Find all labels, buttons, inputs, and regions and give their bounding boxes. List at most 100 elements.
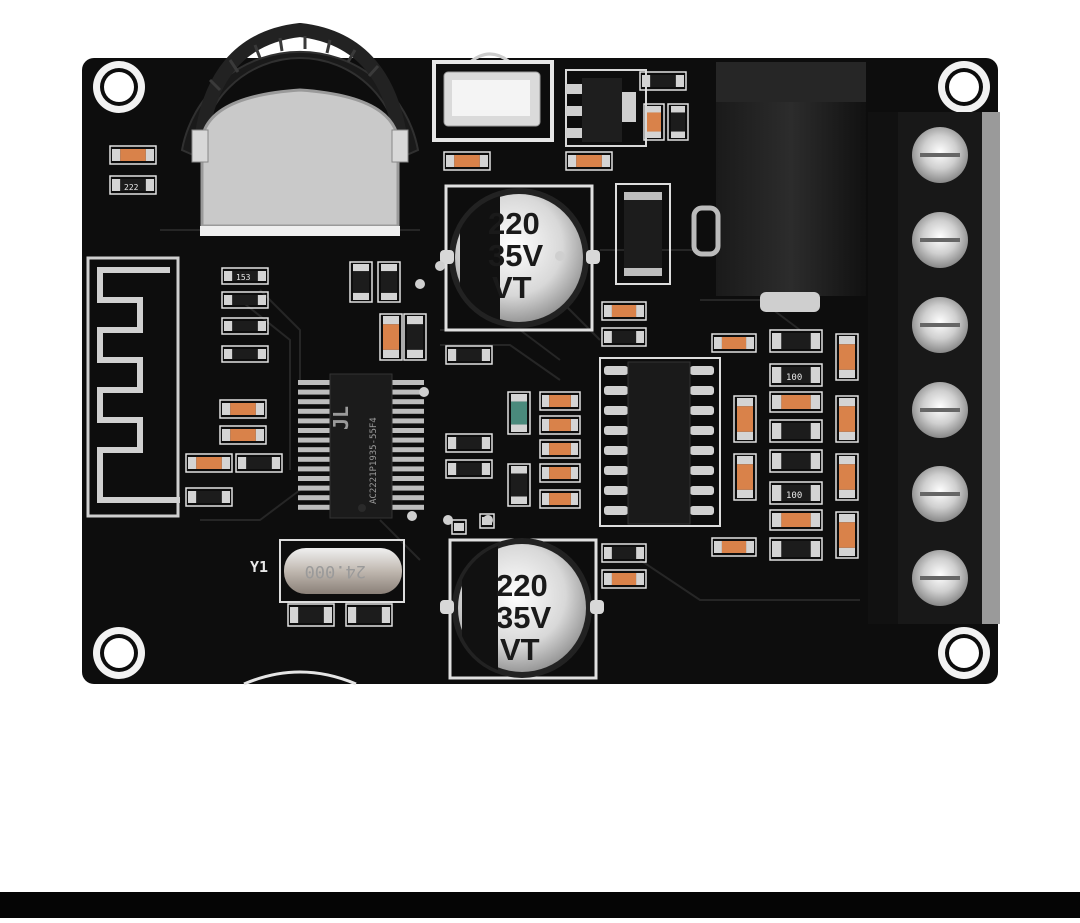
chip-pin	[298, 428, 330, 433]
smd-body	[549, 395, 571, 407]
crystal-designator: Y1	[250, 558, 268, 576]
smd-outline	[639, 71, 687, 91]
smd-outline	[109, 145, 157, 165]
screw-terminal-block	[868, 112, 1000, 624]
smd-outline	[835, 333, 859, 381]
chip-pin	[298, 418, 330, 424]
smd-outline	[769, 363, 823, 387]
smd-outline	[769, 537, 823, 561]
chip-pin	[392, 495, 424, 501]
mounting-hole-top-left	[93, 61, 145, 113]
smd-pad	[255, 429, 264, 441]
smd-outline	[451, 519, 467, 535]
resistor-label-153: 153	[236, 273, 251, 282]
smd-pad	[188, 491, 197, 503]
smd-pad	[810, 513, 820, 527]
smd-outline	[219, 425, 267, 445]
smd-body	[456, 437, 482, 449]
smd-outline	[539, 391, 581, 411]
smd-body	[839, 344, 855, 370]
capacitor-bottom-brand: VT	[500, 632, 540, 667]
bluetooth-chip: JL AC2221P1935-55F4	[298, 373, 424, 519]
smd-outline	[287, 603, 335, 627]
smd-outline	[601, 327, 647, 347]
smd-body	[549, 443, 571, 455]
chip-pin	[298, 456, 330, 462]
smd-pad	[737, 398, 753, 407]
smd-outline	[185, 453, 233, 473]
smd-pad	[481, 349, 490, 361]
smd-pad	[839, 456, 855, 465]
chip-pin	[298, 389, 330, 395]
chip-pin	[392, 399, 424, 405]
sot-regulator	[565, 69, 647, 147]
smd-pad	[381, 292, 397, 300]
chip-pin	[298, 485, 330, 491]
smd-pad	[570, 419, 578, 431]
smd-pad	[839, 431, 855, 440]
via	[419, 387, 429, 397]
smd-body	[454, 155, 480, 167]
smd-pad	[772, 453, 782, 469]
crystal-oscillator: Y1 24.000	[250, 539, 405, 603]
via	[407, 511, 417, 521]
smd-pad	[479, 155, 488, 167]
smd-pad	[448, 349, 457, 361]
smd-outline	[445, 433, 493, 453]
bluetooth-chip-marking: AC2221P1935-55F4	[369, 417, 379, 504]
smd-pad	[222, 403, 231, 415]
smd-outline	[379, 313, 403, 361]
smd-pad	[481, 463, 490, 475]
smd-body	[230, 403, 256, 415]
smd-pad	[772, 367, 782, 383]
smd-body	[549, 419, 571, 431]
smd-body	[611, 331, 637, 343]
chip-pin	[690, 366, 714, 375]
smd-outline	[377, 261, 401, 303]
chip-pin	[604, 406, 628, 415]
smd-pad	[448, 463, 457, 475]
smd-pad	[772, 333, 782, 349]
smd-pad	[145, 179, 154, 191]
pcb-antenna	[86, 256, 180, 518]
smd-body	[298, 607, 324, 623]
crystal-marking: 24.000	[305, 561, 366, 581]
smd-pad	[604, 331, 612, 343]
smd-outline	[711, 537, 757, 557]
smd-body	[549, 493, 571, 505]
smd-pad	[642, 75, 651, 87]
smd-outline	[733, 395, 757, 443]
smd-pad	[839, 336, 855, 345]
smd-body	[721, 337, 747, 349]
smd-body	[781, 485, 811, 501]
capacitor-bottom: 220 35V VT	[440, 538, 604, 680]
smd-pad	[381, 607, 390, 623]
smd-body	[456, 349, 482, 361]
ir-receiver	[432, 52, 554, 142]
smd-pad	[257, 271, 266, 281]
terminal-screw-3	[912, 297, 968, 353]
smd-pad	[636, 305, 644, 317]
smd-outline	[565, 151, 613, 171]
smd-body	[381, 271, 397, 293]
chip-pin	[604, 506, 628, 515]
chip-pin	[298, 495, 330, 501]
smd-pad	[737, 456, 753, 465]
smd-pad	[511, 466, 527, 474]
board-edge-arc	[243, 670, 357, 686]
smd-outline	[601, 301, 647, 321]
smd-outline	[221, 317, 269, 335]
smd-pad	[224, 295, 233, 305]
smd-pad	[839, 489, 855, 498]
capacitor-top: 220 35V VT	[440, 184, 600, 332]
smd-pad	[714, 541, 722, 553]
smd-pad	[238, 457, 247, 469]
smd-pad	[570, 443, 578, 455]
smd-outline	[445, 345, 493, 365]
smd-outline	[349, 261, 373, 303]
smd-outline	[769, 419, 823, 443]
chip-pin	[298, 476, 330, 481]
smd-pad	[257, 295, 266, 305]
smd-body	[839, 464, 855, 490]
smd-outline	[109, 175, 157, 195]
